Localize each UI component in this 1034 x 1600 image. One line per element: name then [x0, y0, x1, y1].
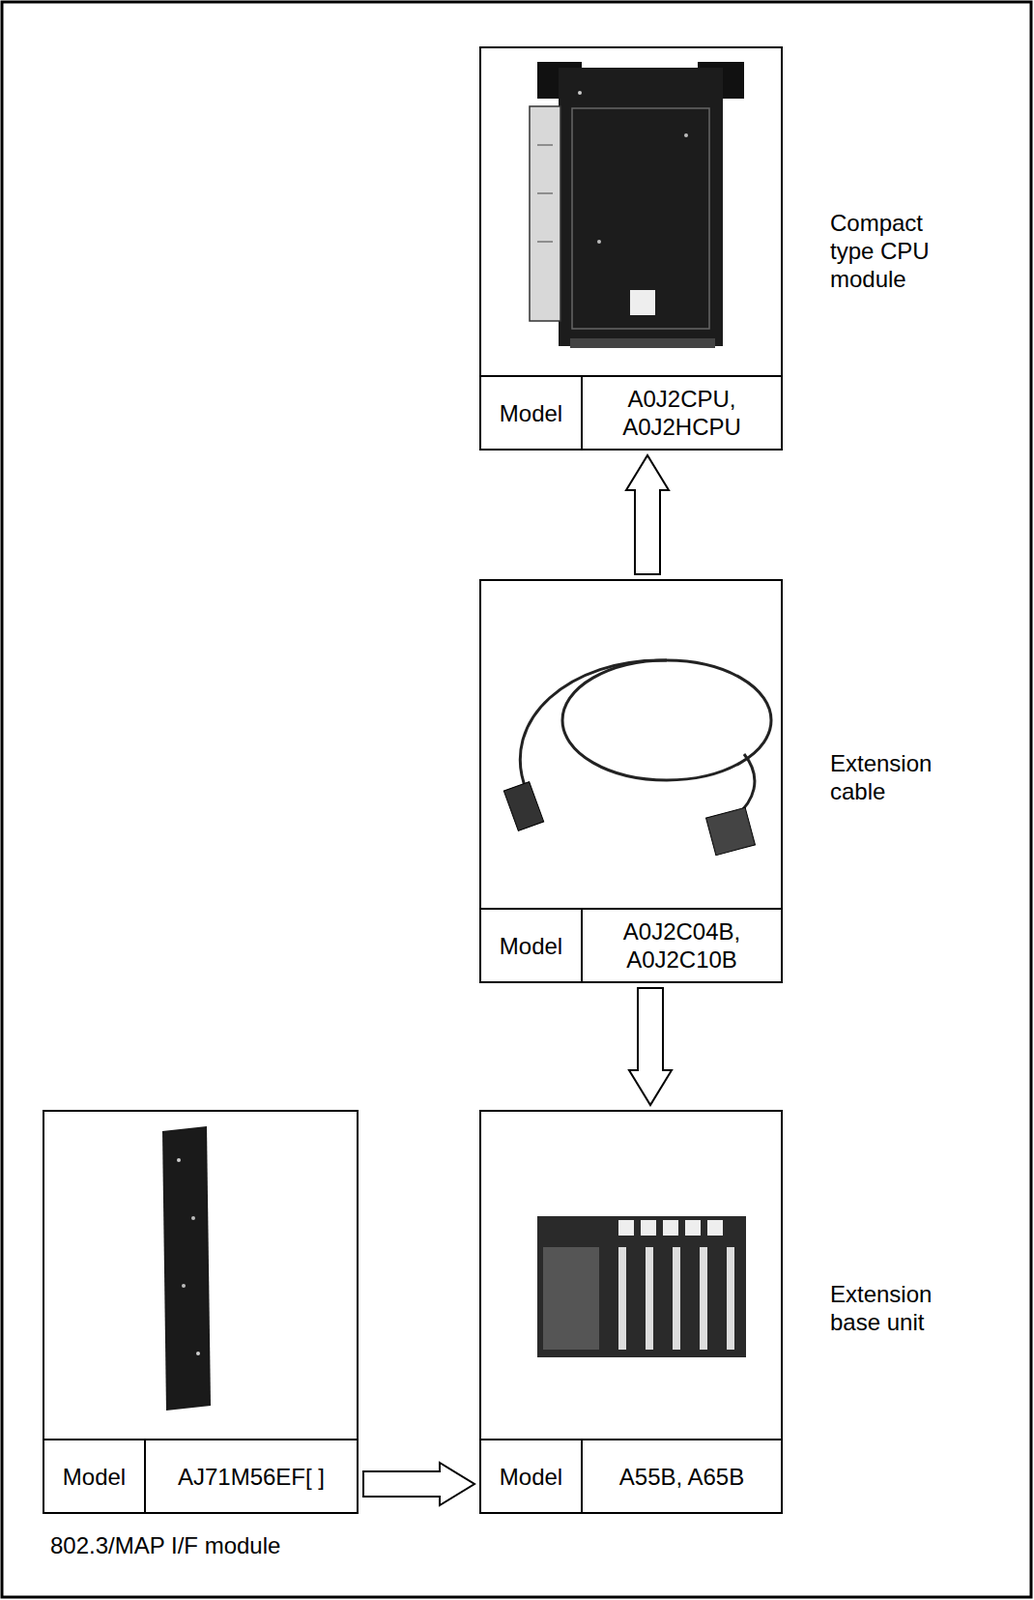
component-name: Extension cable	[830, 748, 961, 805]
panel-mark	[537, 144, 553, 146]
model-label: Model	[62, 1462, 126, 1491]
panel-mark	[537, 193, 553, 195]
side-panel	[529, 106, 561, 321]
connector-top	[707, 1219, 723, 1236]
component-box: ModelA0J2C04B, A0J2C10BExtension cable	[479, 578, 783, 983]
panel-mark	[537, 241, 553, 243]
model-row: Model A0J2CPU, A0J2HCPU	[481, 374, 781, 449]
cpu-window	[630, 289, 656, 316]
connector-top	[640, 1219, 657, 1236]
speck	[181, 1283, 186, 1288]
cable-wire	[519, 660, 667, 791]
photo-area	[481, 48, 781, 375]
slot	[645, 1246, 654, 1350]
cable-loop	[562, 660, 772, 780]
model-row: Model A0J2C04B, A0J2C10B	[481, 907, 781, 981]
model-label: Model	[499, 931, 563, 960]
model-row: Model A55B, A65B	[481, 1437, 781, 1512]
cable-connector	[503, 781, 544, 832]
component-name: Compact type CPU module	[830, 208, 961, 293]
speck	[191, 1215, 196, 1220]
model-label-cell: Model	[481, 1439, 583, 1512]
photo-area	[44, 1111, 357, 1438]
model-number: A0J2C04B, A0J2C10B	[590, 917, 774, 974]
model-value-cell: A0J2CPU, A0J2HCPU	[582, 376, 781, 449]
component-box: ModelA0J2CPU, A0J2HCPUCompact type CPU m…	[479, 46, 783, 451]
hollow-arrow	[626, 455, 669, 575]
module-body	[162, 1125, 211, 1410]
cpu-panel	[572, 108, 710, 329]
speck	[196, 1350, 201, 1355]
speck	[577, 90, 582, 95]
model-label-cell: Model	[481, 376, 583, 449]
component-name: Extension base unit	[830, 1279, 961, 1336]
connector-top	[618, 1219, 634, 1236]
slot	[672, 1246, 681, 1350]
cable-connector	[706, 806, 756, 856]
base-board	[537, 1215, 747, 1357]
model-row: Model AJ71M56EF[ ]	[44, 1437, 357, 1512]
slot	[699, 1246, 708, 1350]
component-box: ModelAJ71M56EF[ ]802.3/MAP I/F module	[42, 1109, 359, 1514]
model-label-cell: Model	[481, 909, 583, 981]
photo-area	[481, 580, 781, 908]
model-label: Model	[499, 399, 563, 428]
if-module-photo	[162, 1125, 211, 1410]
model-number: A55B, A65B	[619, 1462, 745, 1491]
cpu-body	[558, 67, 723, 346]
cable-photo	[503, 660, 772, 856]
model-label: Model	[499, 1462, 563, 1491]
speck	[176, 1157, 181, 1162]
power-slot	[543, 1246, 600, 1350]
slot	[726, 1246, 735, 1350]
speck	[684, 133, 689, 138]
connector-top	[662, 1219, 679, 1236]
slot	[618, 1246, 627, 1350]
hollow-arrow	[363, 1462, 475, 1505]
model-value-cell: AJ71M56EF[ ]	[145, 1439, 357, 1512]
cpu-module-photo	[529, 61, 745, 348]
model-number: AJ71M56EF[ ]	[177, 1462, 325, 1491]
cpu-base-edge	[570, 338, 716, 348]
model-label-cell: Model	[44, 1439, 146, 1512]
hollow-arrow	[629, 987, 672, 1105]
speck	[597, 239, 602, 244]
base-unit-photo	[537, 1215, 747, 1357]
model-number: A0J2CPU, A0J2HCPU	[590, 384, 774, 441]
component-name: 802.3/MAP I/F module	[50, 1530, 281, 1559]
model-value-cell: A55B, A65B	[582, 1439, 781, 1512]
photo-area	[481, 1111, 781, 1438]
model-value-cell: A0J2C04B, A0J2C10B	[582, 909, 781, 981]
connector-top	[685, 1219, 701, 1236]
component-box: ModelA55B, A65BExtension base unit	[479, 1109, 783, 1514]
